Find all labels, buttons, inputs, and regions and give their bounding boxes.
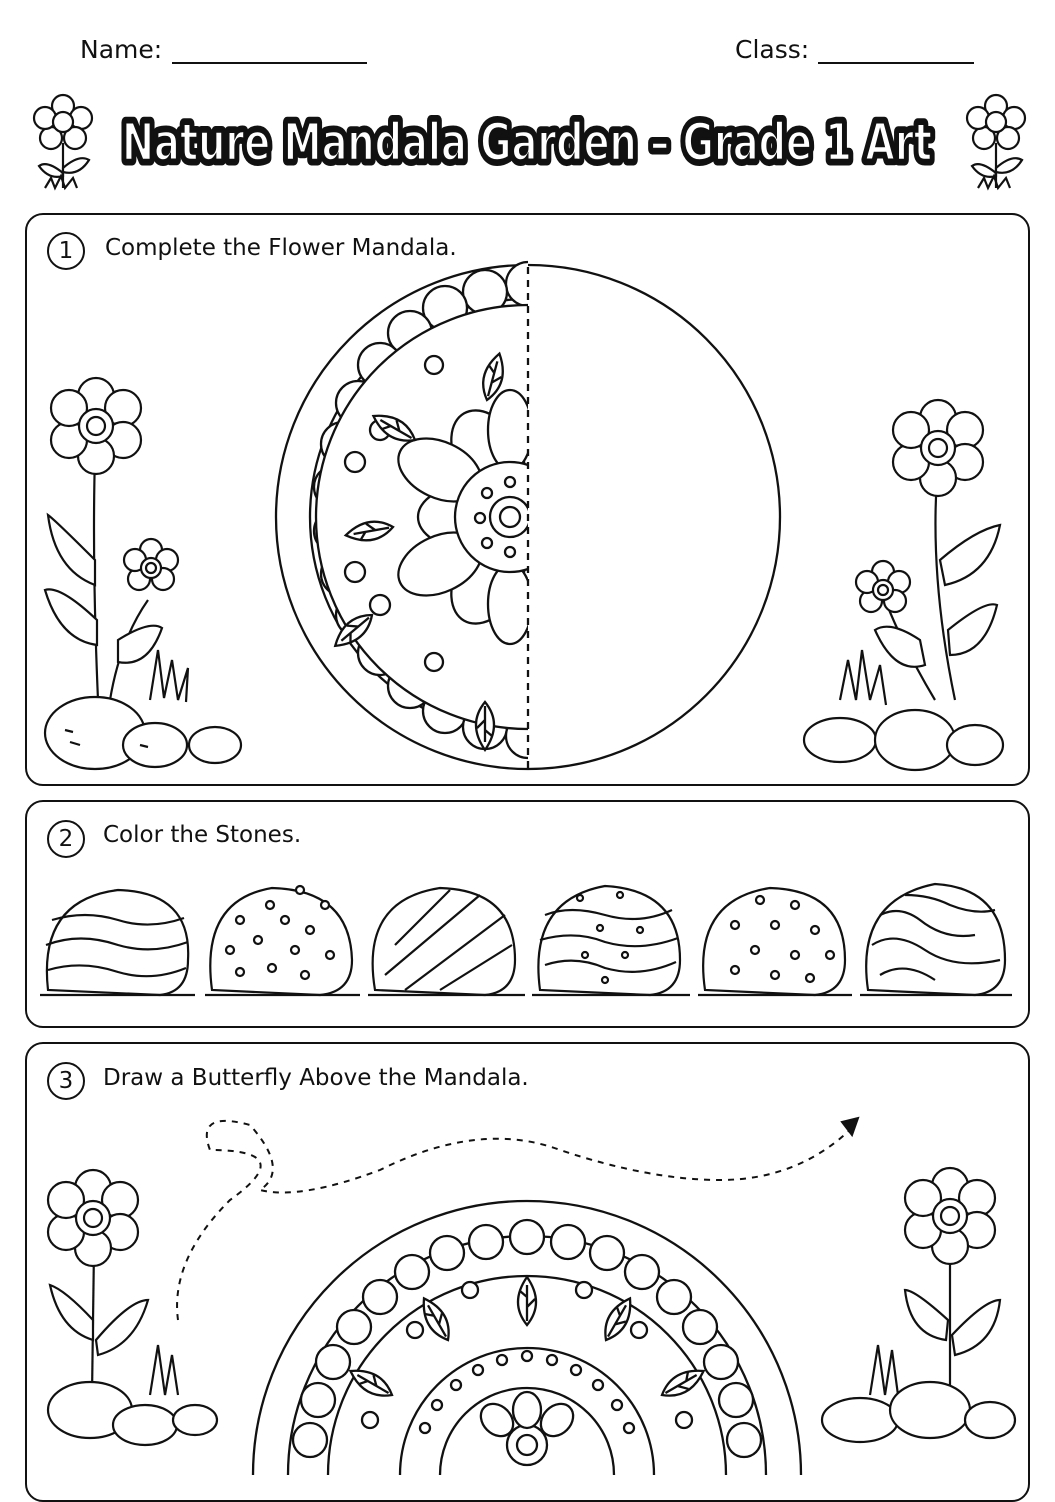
section-3-box	[25, 1042, 1030, 1502]
section-1-box	[25, 213, 1030, 786]
flower-group-right	[802, 398, 1005, 772]
section-2-number: 2	[47, 820, 85, 858]
flower-icon	[32, 93, 94, 191]
class-field[interactable]	[818, 62, 974, 64]
section-1-instruction: Complete the Flower Mandala.	[105, 235, 457, 261]
class-label: Class:	[735, 35, 810, 64]
name-label: Name:	[80, 35, 163, 64]
stone-icon[interactable]	[371, 886, 517, 997]
stone-icon[interactable]	[45, 888, 190, 997]
stones-row	[40, 882, 1012, 997]
section-2-box	[25, 800, 1030, 1028]
mandala-left-half	[308, 260, 528, 760]
stone-icon[interactable]	[537, 884, 682, 997]
flower-icon	[965, 93, 1027, 191]
flower-group-left	[43, 376, 243, 771]
stone-icon[interactable]	[702, 886, 847, 997]
name-field[interactable]	[172, 62, 367, 64]
title-banner: Nature Mandala Garden – Grade 1 Art Natu…	[117, 108, 938, 179]
half-mandala	[251, 1199, 803, 1476]
section-3-number: 3	[47, 1062, 85, 1100]
section-3-instruction: Draw a Butterfly Above the Mandala.	[103, 1065, 529, 1091]
section-2-instruction: Color the Stones.	[103, 822, 302, 848]
page-title: Nature Mandala Garden – Grade 1 Art	[122, 113, 932, 173]
flower-group-right-bottom	[820, 1166, 1017, 1444]
stone-icon[interactable]	[209, 884, 354, 997]
stone-icon[interactable]	[865, 882, 1007, 997]
section-1-number: 1	[47, 232, 85, 270]
dashed-arrow-icon	[176, 1116, 860, 1321]
flower-group-left-bottom	[46, 1168, 219, 1447]
page-title-outline: Nature Mandala Garden – Grade 1 Art	[122, 113, 932, 173]
